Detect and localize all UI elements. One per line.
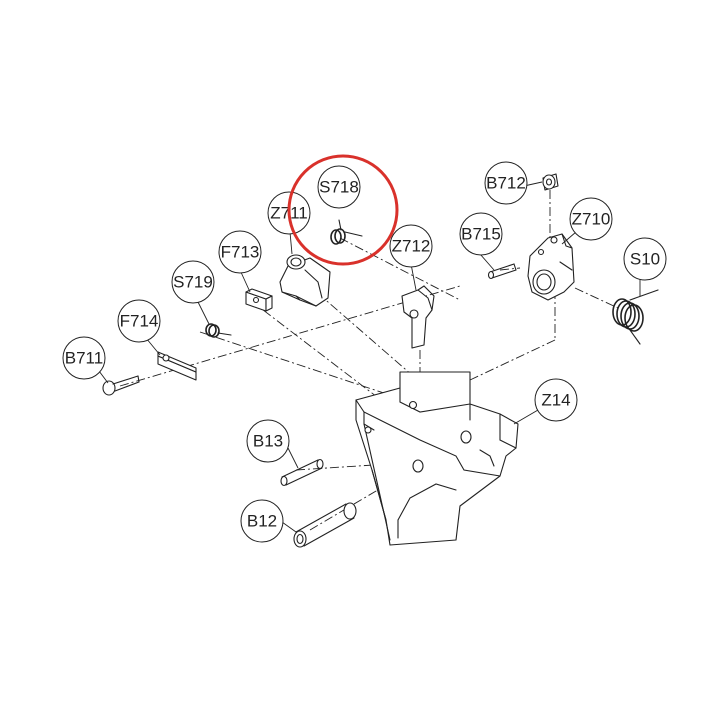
callout-f714[interactable]: F714 xyxy=(117,299,161,343)
callout-label: B711 xyxy=(65,349,103,368)
callout-label: Z712 xyxy=(392,237,431,256)
callout-label: Z14 xyxy=(541,391,570,410)
assembly-axes xyxy=(119,190,619,531)
part-b712-bushing xyxy=(542,173,559,191)
callout-b13[interactable]: B13 xyxy=(246,419,290,463)
callout-b712[interactable]: B712 xyxy=(484,161,528,205)
callout-label: B12 xyxy=(247,512,277,531)
part-f714-plate xyxy=(157,351,197,381)
callout-label: S719 xyxy=(173,273,213,292)
callout-s10[interactable]: S10 xyxy=(623,237,667,281)
callout-b12[interactable]: B12 xyxy=(240,499,284,543)
part-b12-tube xyxy=(293,502,357,548)
callout-z14[interactable]: Z14 xyxy=(534,378,578,422)
callout-label: B715 xyxy=(461,225,501,244)
callout-label: F713 xyxy=(221,243,260,262)
part-z711-lever xyxy=(279,254,331,307)
callout-s719[interactable]: S719 xyxy=(171,260,215,304)
part-b711-pin xyxy=(102,375,140,396)
part-s719-spring xyxy=(205,323,232,338)
part-s10-spring xyxy=(612,289,659,345)
callout-f713[interactable]: F713 xyxy=(218,230,262,274)
part-f713-block xyxy=(245,288,273,312)
callout-label: Z710 xyxy=(572,210,611,229)
part-s718-spring xyxy=(330,219,363,245)
part-z712-sear xyxy=(401,285,435,349)
callout-b715[interactable]: B715 xyxy=(459,212,503,256)
callout-label: S10 xyxy=(630,250,660,269)
part-z710-hammer xyxy=(527,233,575,301)
callout-label: B13 xyxy=(253,432,283,451)
callout-label: B712 xyxy=(486,174,526,193)
callout-b711[interactable]: B711 xyxy=(62,336,106,380)
part-b13-pin xyxy=(280,458,324,487)
callout-z712[interactable]: Z712 xyxy=(389,224,433,268)
callout-label: S718 xyxy=(319,178,359,197)
callout-s718[interactable]: S718 xyxy=(317,165,361,209)
part-z14-housing xyxy=(355,371,519,546)
callout-z710[interactable]: Z710 xyxy=(569,197,613,241)
callout-label: F714 xyxy=(120,312,159,331)
part-b715-pin xyxy=(487,263,517,280)
highlight-ring xyxy=(287,154,399,266)
